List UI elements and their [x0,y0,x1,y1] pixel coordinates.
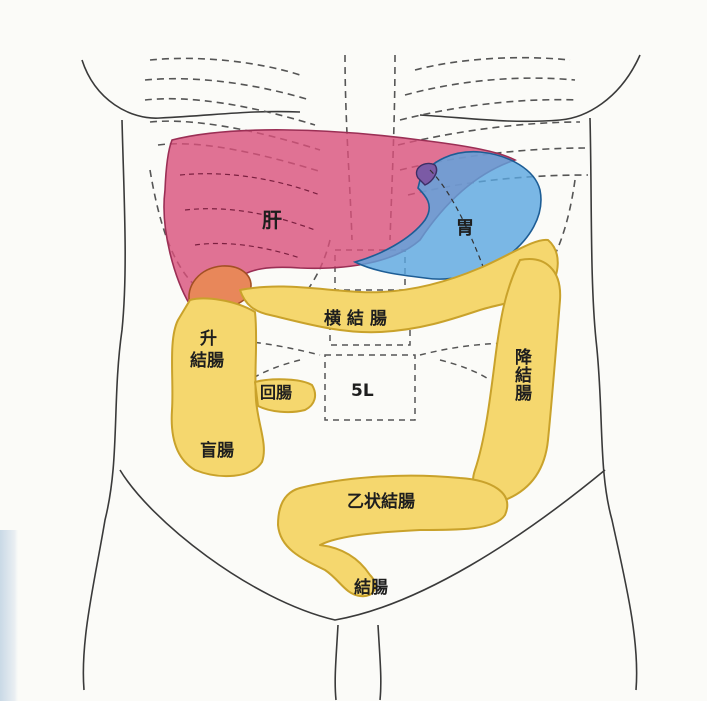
ileum-label: 回腸 [260,385,292,401]
cecum-label: 盲腸 [200,443,234,460]
transverse-colon-label: 横 結 腸 [324,311,387,328]
descending-colon-label: 降結腸 [512,348,529,402]
ascending-colon-label-top: 升 [200,331,217,348]
liver-label: 肝 [262,210,282,230]
ascending-colon-label-bottom: 結腸 [190,353,224,370]
rectum-label: 結腸 [354,580,388,597]
stomach-label: 胃 [456,220,474,238]
sigmoid-colon-label: 乙状結腸 [347,494,415,511]
vertebra-label: 5L [351,383,374,400]
